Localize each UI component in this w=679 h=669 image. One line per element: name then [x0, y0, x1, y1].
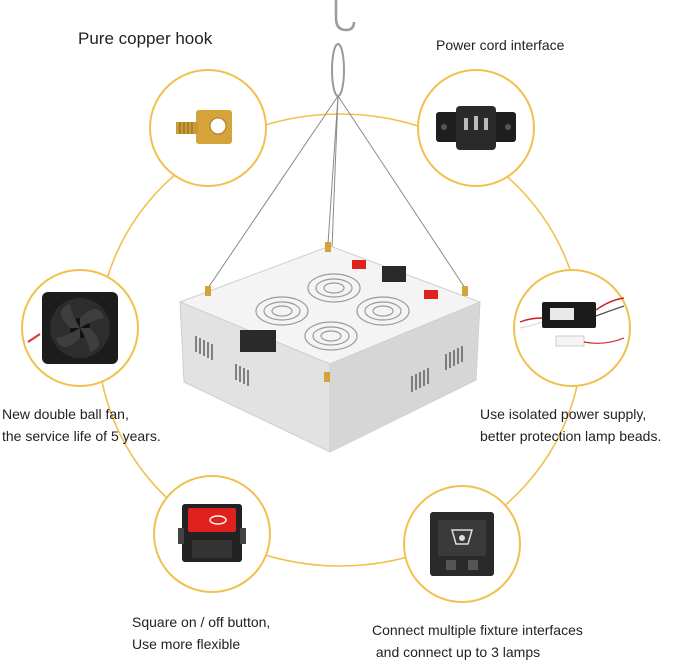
hanging-hook-icon — [331, 0, 356, 97]
label-power-supply: Use isolated power supply, better protec… — [480, 403, 661, 447]
lamp-fan-grills — [255, 273, 410, 351]
label-line: Power cord interface — [436, 37, 565, 53]
cooling-fan-icon — [27, 292, 118, 364]
label-fan: New double ball fan, the service life of… — [2, 403, 161, 447]
label-line: New double ball fan, — [2, 406, 129, 422]
copper-hook-icon — [176, 110, 232, 144]
label-line: Use more flexible — [132, 636, 241, 652]
label-copper-hook: Pure copper hook — [78, 28, 212, 50]
callout-cord — [417, 69, 535, 187]
label-line: better protection lamp beads. — [480, 428, 662, 444]
lamp-side-vents — [195, 336, 463, 392]
callout-interfaces — [403, 485, 521, 603]
rocker-switch-icon — [178, 504, 246, 562]
label-line: and connect up to 3 lamps — [372, 644, 541, 660]
callout-fan — [21, 269, 139, 387]
lamp-outlet — [240, 330, 276, 352]
label-line: Connect multiple fixture interfaces — [372, 622, 583, 638]
label-interfaces: Connect multiple fixture interfaces and … — [372, 619, 583, 663]
callout-hook — [149, 69, 267, 187]
power-socket-icon — [436, 106, 516, 150]
grow-light-fixture — [178, 242, 482, 453]
universal-outlet-icon — [430, 512, 494, 576]
callout-switch — [153, 475, 271, 593]
label-line: Square on / off button, — [132, 614, 271, 630]
label-line: Use isolated power supply, — [480, 406, 647, 422]
callout-psu — [513, 269, 631, 387]
lamp-power-socket — [382, 266, 406, 282]
label-line: the service life of 5 years. — [2, 428, 161, 444]
lamp-switch-1 — [352, 260, 366, 269]
label-line: Pure copper hook — [78, 29, 213, 48]
label-power-cord: Power cord interface — [436, 34, 564, 56]
label-switch: Square on / off button, Use more flexibl… — [132, 611, 270, 655]
power-supply-icon — [519, 297, 625, 347]
lamp-switch-2 — [424, 290, 438, 299]
